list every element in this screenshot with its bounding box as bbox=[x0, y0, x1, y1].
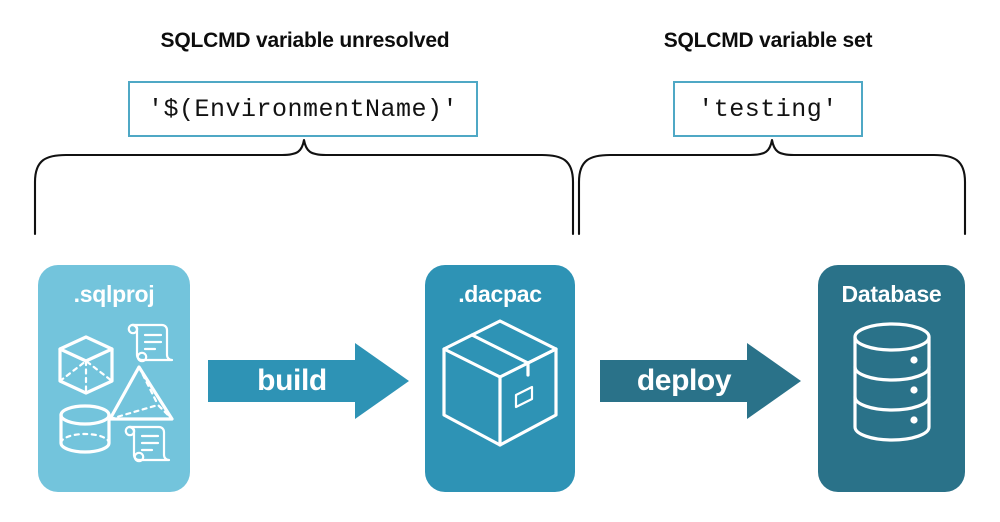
stage-box-database: Database bbox=[818, 265, 965, 492]
stage-box-sqlproj-label: .sqlproj bbox=[73, 281, 155, 307]
column-title-right: SQLCMD variable set bbox=[663, 29, 873, 52]
script-scroll-icon-bottom bbox=[124, 425, 171, 463]
sqlcmd-variable-set-value: 'testing' bbox=[698, 94, 838, 124]
package-box-icon bbox=[425, 315, 575, 451]
deploy-arrow: deploy bbox=[600, 343, 801, 419]
stage-box-sqlproj: .sqlproj bbox=[38, 265, 190, 492]
build-arrow: build bbox=[208, 343, 409, 419]
column-title-left: SQLCMD variable unresolved bbox=[160, 29, 450, 52]
stage-box-dacpac: .dacpac bbox=[425, 265, 575, 492]
script-scroll-icon-top bbox=[127, 323, 174, 363]
stage-box-database-label: Database bbox=[841, 281, 942, 307]
sqlcmd-variable-unresolved-value-box: '$(EnvironmentName)' bbox=[128, 81, 478, 137]
stage-box-dacpac-label: .dacpac bbox=[458, 281, 542, 307]
cylinder-icon bbox=[59, 404, 111, 454]
sqlcmd-variable-set-value-box: 'testing' bbox=[673, 81, 863, 137]
curly-brace-up-icon-right bbox=[577, 138, 967, 236]
cube-icon bbox=[58, 335, 114, 395]
sqlcmd-variable-unresolved-value: '$(EnvironmentName)' bbox=[147, 94, 459, 124]
pyramid-icon bbox=[108, 365, 174, 421]
database-cylinder-icon bbox=[818, 315, 965, 451]
curly-brace-up-icon-left bbox=[33, 138, 575, 236]
project-shapes-and-scripts-icon bbox=[38, 315, 190, 465]
